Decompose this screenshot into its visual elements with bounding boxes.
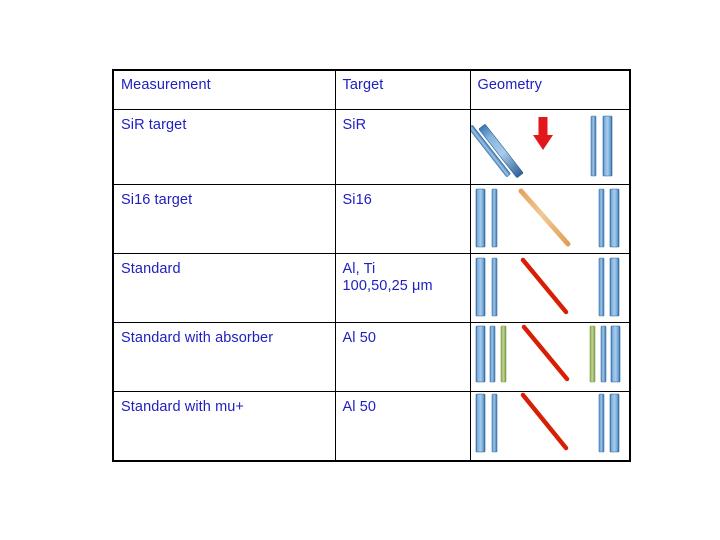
cell-target: Al, Ti 100,50,25 μm bbox=[334, 253, 471, 323]
table-row: Si16 target Si16 bbox=[112, 184, 631, 254]
measurement-label: Standard with mu+ bbox=[121, 399, 245, 415]
measurement-label: Standard with absorber bbox=[121, 330, 274, 346]
cell-measurement: Standard with mu+ bbox=[112, 391, 336, 462]
target-label: Al 50 bbox=[342, 330, 377, 346]
measurement-label: Standard bbox=[121, 261, 181, 277]
cell-geometry bbox=[469, 253, 631, 323]
detector-bar-tilted-wide bbox=[478, 124, 523, 178]
detector-bar-right-wide bbox=[609, 393, 619, 453]
detector-bar-right-wide bbox=[602, 115, 612, 177]
detector-bar-left-wide bbox=[475, 257, 485, 317]
geometry-standard bbox=[471, 254, 630, 322]
detector-bar-right-thin bbox=[598, 188, 604, 248]
detector-bar-right-thin bbox=[600, 325, 606, 383]
measurement-label: Si16 target bbox=[121, 192, 193, 208]
target-label: Al, Ti 100,50,25 μm bbox=[342, 261, 433, 294]
geometry-diagram-si16 bbox=[475, 188, 619, 248]
detector-bar-left-wide bbox=[475, 393, 485, 453]
cell-geometry bbox=[469, 109, 631, 185]
header-cell-geometry: Geometry bbox=[469, 69, 631, 110]
target-label: SiR bbox=[342, 117, 367, 133]
table-row: Standard with mu+ Al 50 bbox=[112, 391, 631, 462]
cell-target: Al 50 bbox=[334, 391, 471, 462]
geometry-si16-target bbox=[471, 185, 630, 253]
detector-bar-right-wide bbox=[610, 325, 620, 383]
beam-arrow-down bbox=[532, 117, 553, 150]
detector-bar-right-thin bbox=[598, 257, 604, 317]
table-row: Standard with absorber Al 50 bbox=[112, 322, 631, 392]
cell-geometry bbox=[469, 391, 631, 462]
cell-target: Si16 bbox=[334, 184, 471, 254]
measurement-target-geometry-table: Measurement Target Geometry SiR target S… bbox=[112, 69, 631, 462]
detector-bar-left-thin bbox=[491, 188, 497, 248]
beam-line-red bbox=[521, 324, 569, 382]
geometry-diagram-sir bbox=[470, 115, 612, 178]
cell-measurement: Si16 target bbox=[112, 184, 336, 254]
detector-bar-left-wide bbox=[475, 325, 485, 383]
detector-bar-right-thin bbox=[590, 115, 596, 177]
geometry-diagram-standard bbox=[475, 257, 619, 317]
detector-bar-left-thin bbox=[489, 325, 495, 383]
geometry-standard-muplus bbox=[471, 392, 630, 460]
cell-target: SiR bbox=[334, 109, 471, 185]
cell-target: Al 50 bbox=[334, 322, 471, 392]
cell-geometry bbox=[469, 322, 631, 392]
table-row: SiR target SiR bbox=[112, 109, 631, 185]
beam-line-tan bbox=[518, 188, 570, 247]
detector-bar-left-thin bbox=[491, 257, 497, 317]
absorber-bar-left-green bbox=[500, 325, 506, 383]
detector-bar-right-wide bbox=[609, 257, 619, 317]
column-header-geometry: Geometry bbox=[477, 77, 542, 93]
header-cell-target: Target bbox=[334, 69, 471, 110]
absorber-bar-right-green bbox=[589, 325, 595, 383]
column-header-measurement: Measurement bbox=[121, 77, 211, 93]
table-row: Standard Al, Ti 100,50,25 μm bbox=[112, 253, 631, 323]
cell-measurement: Standard bbox=[112, 253, 336, 323]
table-header-row: Measurement Target Geometry bbox=[112, 69, 631, 110]
measurement-label: SiR target bbox=[121, 117, 187, 133]
geometry-diagram-absorber bbox=[475, 324, 620, 383]
cell-measurement: Standard with absorber bbox=[112, 322, 336, 392]
header-cell-measurement: Measurement bbox=[112, 69, 336, 110]
cell-geometry bbox=[469, 184, 631, 254]
detector-bar-left-wide bbox=[475, 188, 485, 248]
target-label: Si16 bbox=[342, 192, 372, 208]
detector-bar-right-thin bbox=[598, 393, 604, 453]
geometry-diagram-muplus bbox=[475, 392, 619, 453]
target-label: Al 50 bbox=[342, 399, 377, 415]
cell-measurement: SiR target bbox=[112, 109, 336, 185]
detector-bar-tilted-thin bbox=[470, 125, 510, 177]
beam-line-red bbox=[520, 257, 568, 315]
geometry-sir-target bbox=[470, 110, 630, 184]
column-header-target: Target bbox=[342, 77, 384, 93]
beam-line-red bbox=[520, 392, 568, 451]
geometry-standard-absorber bbox=[471, 323, 630, 391]
detector-bar-left-thin bbox=[491, 393, 497, 453]
detector-bar-right-wide bbox=[609, 188, 619, 248]
